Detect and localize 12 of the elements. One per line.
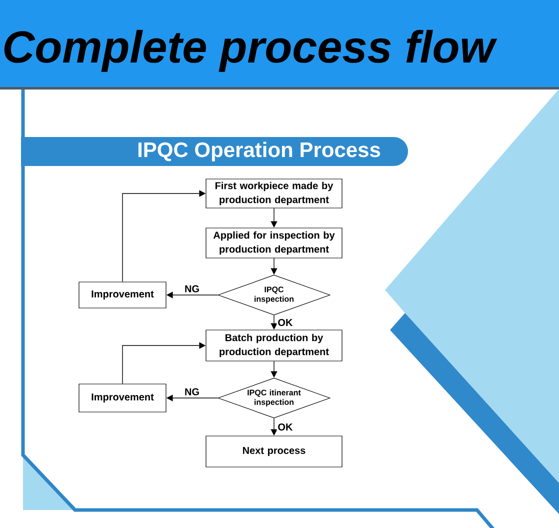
edge-label: OK xyxy=(276,422,294,432)
process-box: Next process xyxy=(206,436,342,468)
process-box: First workpiece made by production department xyxy=(206,178,342,208)
edge-label: NG xyxy=(184,284,200,294)
process-box: Improvement xyxy=(78,384,166,412)
heading-pill: IPQC Operation Process xyxy=(21,137,408,166)
title-banner: Complete process flow xyxy=(0,0,559,90)
process-box: Applied for inspection by production department xyxy=(206,228,342,258)
process-box: Batch production by production department xyxy=(206,330,342,362)
edge-label: OK xyxy=(276,318,294,328)
process-box: Improvement xyxy=(78,282,166,308)
edge-label: NG xyxy=(184,387,200,396)
